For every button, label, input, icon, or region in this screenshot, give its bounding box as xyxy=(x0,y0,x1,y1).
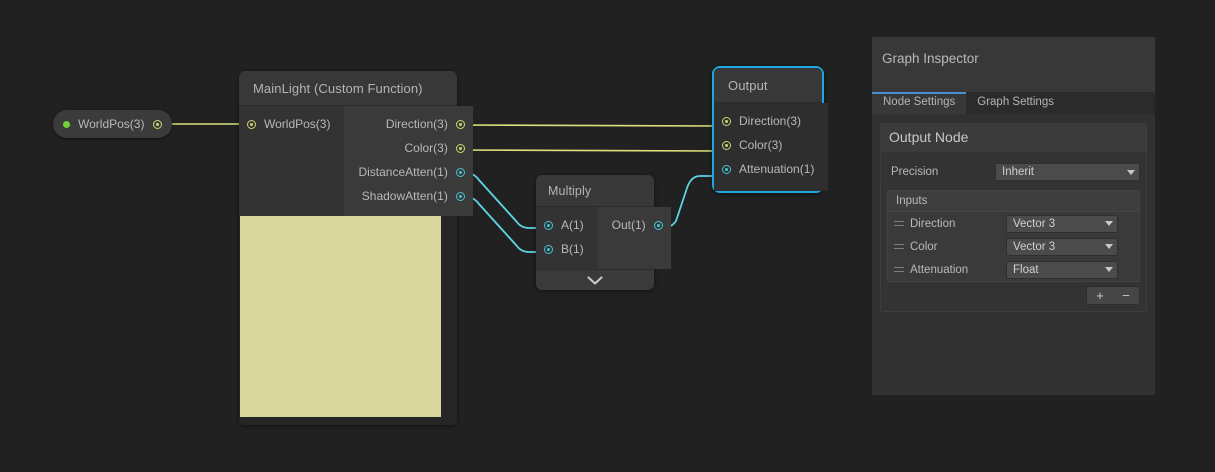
port-row-direction-out[interactable]: Direction(3) xyxy=(372,112,473,136)
port-in-worldpos[interactable] xyxy=(247,119,256,129)
port-label-output-color: Color(3) xyxy=(739,138,783,152)
port-row-a-in[interactable]: A(1) xyxy=(536,213,598,237)
tab-node-settings[interactable]: Node Settings xyxy=(872,92,967,114)
wire-color-to-output xyxy=(449,149,719,152)
input-type-dropdown-attenuation[interactable]: Float xyxy=(1006,260,1118,279)
inspector-body: Output Node Precision Inherit Inputs Dir… xyxy=(872,114,1155,312)
node-mainlight[interactable]: MainLight (Custom Function) WorldPos(3) … xyxy=(239,71,473,425)
port-out-out[interactable] xyxy=(653,220,663,230)
port-row-out[interactable]: Out(1) xyxy=(598,213,671,237)
precision-row: Precision Inherit xyxy=(887,161,1140,183)
input-row-attenuation[interactable]: Attenuation Float xyxy=(888,258,1139,281)
tab-node-settings-label: Node Settings xyxy=(883,96,956,108)
node-output-inputs: Direction(3) Color(3) Attenuation(1) xyxy=(714,103,829,191)
port-out-distanceatten[interactable] xyxy=(455,167,465,177)
port-label-output-attenuation: Attenuation(1) xyxy=(739,162,815,176)
input-type-value-attenuation: Float xyxy=(1013,263,1039,276)
output-node-card: Output Node Precision Inherit Inputs Dir… xyxy=(880,123,1147,312)
node-mainlight-outputs: Direction(3) Color(3) DistanceAtten(1) S… xyxy=(344,106,473,216)
precision-label: Precision xyxy=(891,166,939,178)
port-in-attenuation[interactable] xyxy=(722,164,731,174)
input-type-value-color: Vector 3 xyxy=(1013,240,1056,253)
property-node-worldpos[interactable]: WorldPos(3) xyxy=(53,110,173,138)
wire-direction-to-output xyxy=(449,124,719,127)
node-output-ports: Direction(3) Color(3) Attenuation(1) xyxy=(714,103,829,191)
add-input-button[interactable]: + xyxy=(1096,288,1104,303)
node-mainlight-title: MainLight (Custom Function) xyxy=(239,71,457,106)
chevron-down-icon xyxy=(1105,267,1113,272)
node-multiply-inputs: A(1) B(1) xyxy=(536,207,598,269)
node-multiply-outputs: Out(1) xyxy=(597,207,671,269)
port-label-worldpos: WorldPos(3) xyxy=(264,117,331,131)
port-label-direction: Direction(3) xyxy=(385,117,448,131)
input-name-attenuation: Attenuation xyxy=(910,263,969,276)
remove-input-button[interactable]: − xyxy=(1122,288,1130,303)
port-label-shadowatten: ShadowAtten(1) xyxy=(361,189,448,203)
port-out-worldpos[interactable] xyxy=(153,119,163,129)
port-row-direction-in[interactable]: Direction(3) xyxy=(714,109,828,133)
graph-inspector-panel: Graph Inspector Node Settings Graph Sett… xyxy=(872,37,1155,395)
chevron-down-icon xyxy=(587,275,603,285)
inputs-section: Inputs Direction Vector 3 Color V xyxy=(887,190,1140,282)
input-name-direction: Direction xyxy=(910,217,956,230)
node-multiply[interactable]: Multiply A(1) B(1) Out(1) xyxy=(536,175,671,290)
node-output-title: Output xyxy=(714,68,822,103)
port-out-direction[interactable] xyxy=(455,119,465,129)
output-node-card-title: Output Node xyxy=(881,124,1146,152)
input-row-color[interactable]: Color Vector 3 xyxy=(888,235,1139,258)
port-label-color: Color(3) xyxy=(404,141,448,155)
drag-handle-icon[interactable] xyxy=(894,266,904,274)
input-row-direction[interactable]: Direction Vector 3 xyxy=(888,212,1139,235)
node-mainlight-preview-wrap xyxy=(239,216,457,425)
input-name-color: Color xyxy=(910,240,938,253)
precision-value: Inherit xyxy=(1002,166,1034,178)
drag-handle-icon[interactable] xyxy=(894,220,904,228)
port-label-output-direction: Direction(3) xyxy=(739,114,802,128)
node-mainlight-ports: WorldPos(3) Direction(3) Color(3) Distan… xyxy=(239,106,473,216)
node-mainlight-inputs: WorldPos(3) xyxy=(239,106,345,216)
port-in-direction[interactable] xyxy=(722,116,731,126)
property-node-label: WorldPos(3) xyxy=(78,117,145,131)
node-multiply-ports: A(1) B(1) Out(1) xyxy=(536,207,671,269)
chevron-down-icon xyxy=(1105,244,1113,249)
drag-handle-icon[interactable] xyxy=(894,243,904,251)
inputs-header-label: Inputs xyxy=(888,191,1139,212)
port-label-out: Out(1) xyxy=(611,218,646,232)
input-type-value-direction: Vector 3 xyxy=(1013,217,1056,230)
input-type-dropdown-color[interactable]: Vector 3 xyxy=(1006,237,1118,256)
input-type-dropdown-direction[interactable]: Vector 3 xyxy=(1006,214,1118,233)
tab-graph-settings-label: Graph Settings xyxy=(977,96,1054,108)
port-row-worldpos-in[interactable]: WorldPos(3) xyxy=(239,112,344,136)
port-row-color-in[interactable]: Color(3) xyxy=(714,133,828,157)
port-label-a: A(1) xyxy=(561,218,584,232)
add-remove-button-group: + − xyxy=(1086,286,1140,305)
port-row-shadowatten-out[interactable]: ShadowAtten(1) xyxy=(348,184,473,208)
port-in-color[interactable] xyxy=(722,140,731,150)
node-multiply-title: Multiply xyxy=(536,175,654,207)
tab-graph-settings[interactable]: Graph Settings xyxy=(966,92,1065,114)
inputs-footer: + − xyxy=(887,286,1140,305)
chevron-down-icon xyxy=(1105,221,1113,226)
node-preview-thumbnail[interactable] xyxy=(240,216,441,417)
port-label-b: B(1) xyxy=(561,242,584,256)
node-output[interactable]: Output Direction(3) Color(3) Attenuation… xyxy=(712,66,829,193)
precision-dropdown[interactable]: Inherit xyxy=(995,163,1140,181)
chevron-down-icon xyxy=(1127,169,1135,175)
port-row-b-in[interactable]: B(1) xyxy=(536,237,598,261)
port-row-color-out[interactable]: Color(3) xyxy=(391,136,473,160)
inspector-tabs: Node Settings Graph Settings xyxy=(872,92,1155,114)
port-out-shadowatten[interactable] xyxy=(455,191,465,201)
inspector-title: Graph Inspector xyxy=(882,51,979,66)
port-label-distanceatten: DistanceAtten(1) xyxy=(358,165,448,179)
port-in-a[interactable] xyxy=(544,220,553,230)
port-out-color[interactable] xyxy=(455,143,465,153)
property-color-dot xyxy=(63,120,70,128)
port-row-distanceatten-out[interactable]: DistanceAtten(1) xyxy=(344,160,472,184)
port-row-attenuation-in[interactable]: Attenuation(1) xyxy=(714,157,828,181)
port-in-b[interactable] xyxy=(544,244,553,254)
node-multiply-collapse-button[interactable] xyxy=(536,269,654,290)
inspector-header: Graph Inspector xyxy=(872,37,1155,92)
